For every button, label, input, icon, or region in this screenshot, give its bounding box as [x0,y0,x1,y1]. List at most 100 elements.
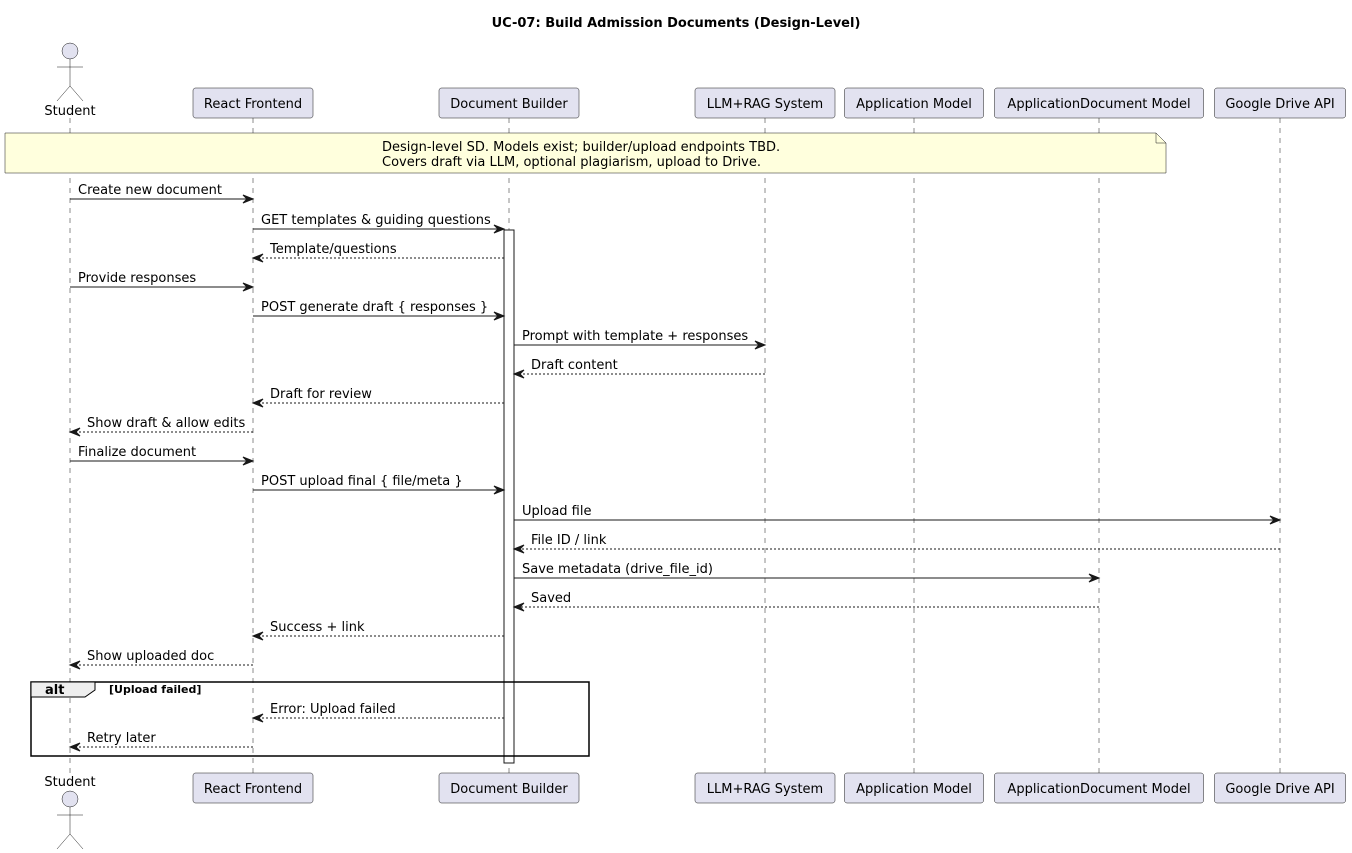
arrow-head-icon [493,485,506,495]
message-label: Template/questions [269,242,397,257]
arrow-head-icon [493,224,506,234]
actor-student-top [56,42,84,102]
participant-box [192,772,314,804]
design-note: Design-level SD. Models exist; builder/u… [4,132,1167,174]
message-label: Error: Upload failed [270,702,396,717]
message-label: Show draft & allow edits [87,416,245,431]
actor-leg-left [56,833,71,850]
participant-box [438,87,580,119]
participant-label-drive-top: Google Drive API [1225,97,1334,112]
participant-label-appmodel-top: Application Model [856,97,972,112]
participant-box [994,87,1204,119]
actor-student-bottom [56,790,84,850]
actor-leg-right [69,833,84,850]
participant-llm-bottom: LLM+RAG System [694,772,836,804]
participant-appdocmodel-bottom: ApplicationDocument Model [994,772,1204,804]
fragment-condition: [Upload failed] [109,683,201,696]
message-saved: Saved [512,591,1099,612]
message-label: Prompt with template + responses [522,329,748,344]
message-finalize-document: Finalize document [70,445,255,466]
fragment-tab [30,681,96,698]
message-label: Success + link [270,620,365,635]
note-line: Design-level SD. Models exist; builder/u… [382,140,780,155]
message-template-questions: Template/questions [251,242,504,263]
message-error-upload-failed: Error: Upload failed [251,702,504,723]
participant-label-appmodel-bottom: Application Model [856,782,972,797]
participant-drive-bottom: Google Drive API [1214,772,1346,804]
fragment-operator: alt [45,683,64,698]
participant-box [192,87,314,119]
message-label: Upload file [522,504,591,519]
alt-fragment: alt [Upload failed] [30,681,590,757]
actor-leg-right [69,85,84,102]
participant-label-frontend-bottom: React Frontend [204,782,302,797]
participant-drive-top: Google Drive API [1214,87,1346,119]
arrow-head-icon [754,340,767,350]
message-label: File ID / link [531,533,607,548]
message-label: Create new document [78,183,222,198]
message-draft-for-review: Draft for review [251,387,504,408]
arrow-head-icon [512,544,525,554]
participant-box [844,772,984,804]
arrow-head-icon [242,282,255,292]
message-label: Save metadata (drive_file_id) [522,562,713,577]
arrow-head-icon [251,631,264,641]
participant-appmodel-top: Application Model [844,87,984,119]
arrow-head-icon [68,742,81,752]
message-label: POST generate draft { responses } [261,300,488,315]
participant-builder-bottom: Document Builder [438,772,580,804]
message-show-uploaded-doc: Show uploaded doc [68,649,253,670]
participant-label-frontend-top: React Frontend [204,97,302,112]
message-label: POST upload final { file/meta } [261,474,463,489]
participant-label-llm-bottom: LLM+RAG System [707,782,823,797]
message-label: Provide responses [78,271,196,286]
participant-box [438,772,580,804]
participant-label-student-top: Student [44,104,95,119]
note-body [4,132,1167,174]
participant-label-builder-top: Document Builder [450,97,568,112]
message-label: Retry later [87,731,156,746]
message-success-link: Success + link [251,620,504,641]
message-prompt-with-template-responses: Prompt with template + responses [514,329,767,350]
fragment-frame [30,681,590,757]
arrow-head-icon [512,369,525,379]
diagram-title: UC-07: Build Admission Documents (Design… [492,16,861,31]
participant-label-llm-top: LLM+RAG System [707,97,823,112]
message-retry-later: Retry later [68,731,253,752]
arrow-head-icon [251,253,264,263]
message-label: Draft for review [270,387,372,402]
arrow-head-icon [251,398,264,408]
participant-frontend-top: React Frontend [192,87,314,119]
participant-box [844,87,984,119]
actor-leg-left [56,85,71,102]
message-file-id-link: File ID / link [512,533,1280,554]
message-show-draft-allow-edits: Show draft & allow edits [68,416,253,437]
note-fold [1155,133,1166,144]
message-upload-file: Upload file [514,504,1282,525]
participant-llm-top: LLM+RAG System [694,87,836,119]
participant-appmodel-bottom: Application Model [844,772,984,804]
participant-label-appdocmodel-top: ApplicationDocument Model [1007,97,1190,112]
participant-label-drive-bottom: Google Drive API [1225,782,1334,797]
arrow-head-icon [242,456,255,466]
participant-frontend-bottom: React Frontend [192,772,314,804]
arrow-head-icon [493,311,506,321]
message-post-generate-draft-responses: POST generate draft { responses } [253,300,506,321]
arrow-head-icon [512,602,525,612]
message-save-metadata-drive-file-id: Save metadata (drive_file_id) [514,562,1101,583]
message-label: Saved [531,591,571,606]
message-get-templates-guiding-questions: GET templates & guiding questions [253,213,506,234]
participant-appdocmodel-top: ApplicationDocument Model [994,87,1204,119]
participant-box [1214,87,1346,119]
message-label: Draft content [531,358,618,373]
message-label: Finalize document [78,445,196,460]
message-post-upload-final-file-meta: POST upload final { file/meta } [253,474,506,495]
participant-box [994,772,1204,804]
participant-label-builder-bottom: Document Builder [450,782,568,797]
message-label: Show uploaded doc [87,649,214,664]
actor-head [61,790,79,808]
participant-box [1214,772,1346,804]
actor-head [61,42,79,60]
message-draft-content: Draft content [512,358,765,379]
